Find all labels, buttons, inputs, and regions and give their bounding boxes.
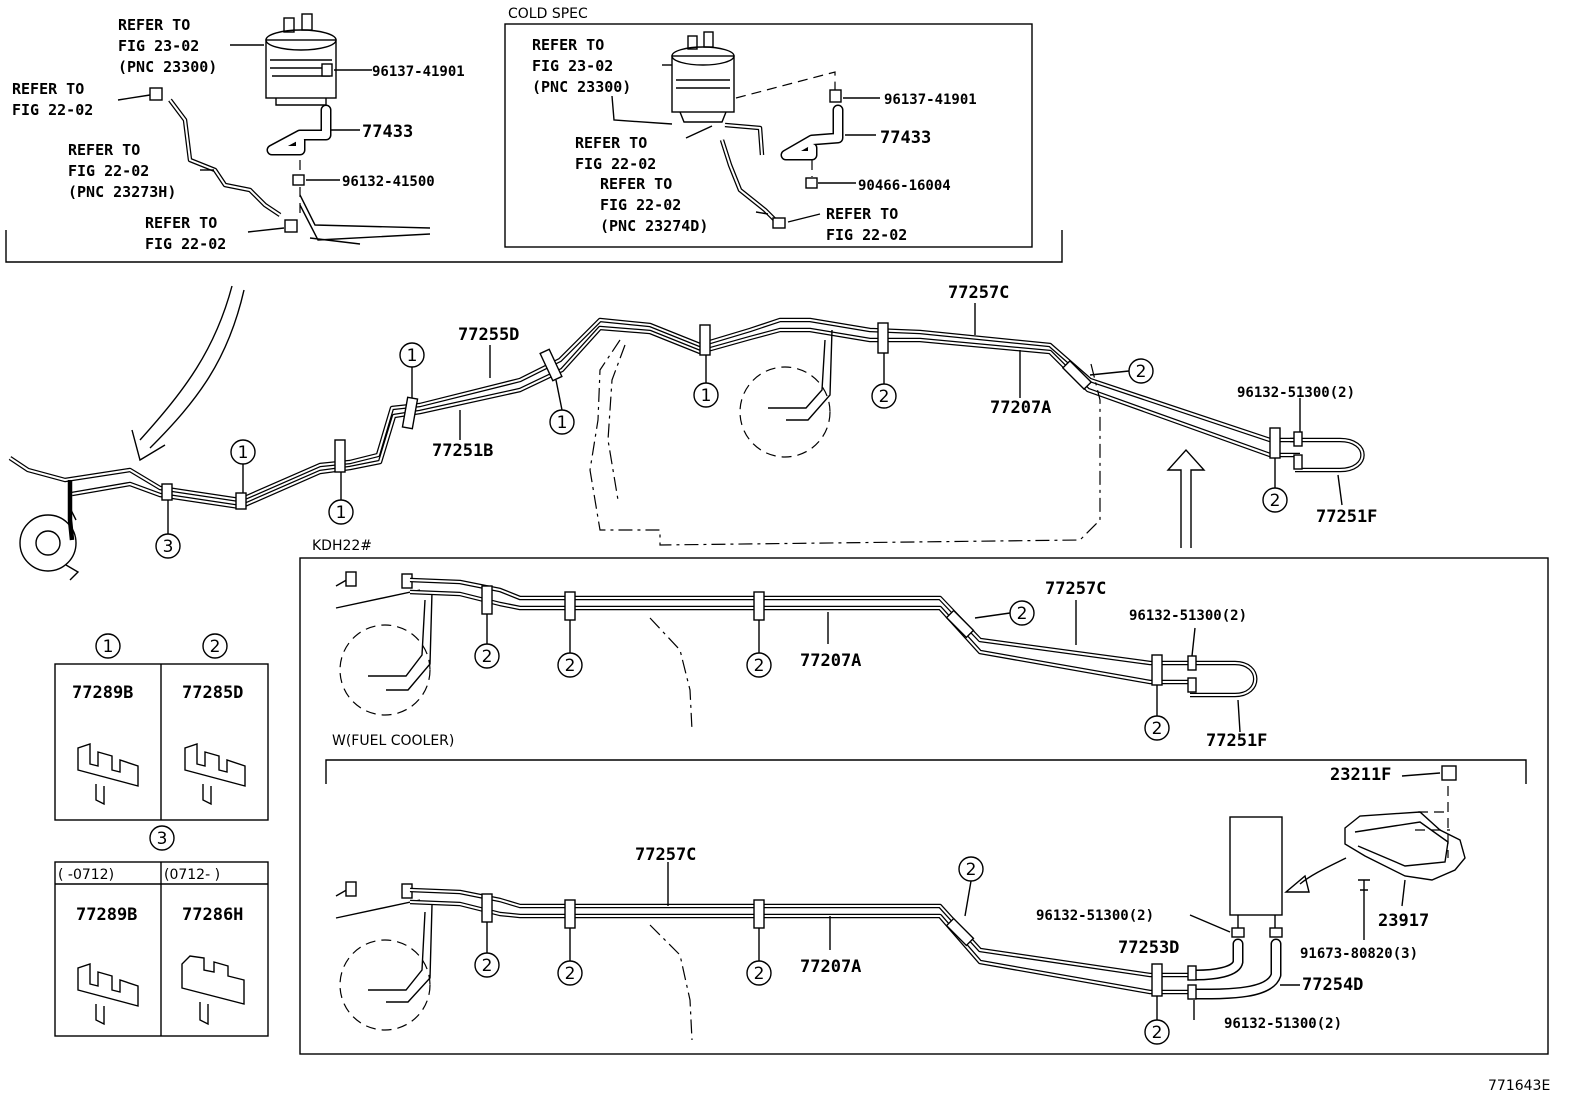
cs-part-96137: 96137-41901 bbox=[884, 92, 977, 108]
clip-77286h: 77286H bbox=[182, 905, 243, 925]
svg-text:2: 2 bbox=[1152, 719, 1163, 739]
clip-drawing-2 bbox=[184, 743, 246, 806]
cold-spec-detail: COLD SPEC REFER TO FIG 23-02 (PNC 23300)… bbox=[504, 6, 1033, 248]
kdh-part-77251f: 77251F bbox=[1206, 731, 1267, 751]
svg-text:2: 2 bbox=[754, 964, 765, 984]
svg-text:1: 1 bbox=[336, 503, 347, 523]
cold-spec-canister bbox=[671, 31, 735, 123]
svg-text:1: 1 bbox=[238, 443, 249, 463]
part-77251b: 77251B bbox=[432, 441, 493, 461]
part-96132-41500: 96132-41500 bbox=[342, 174, 435, 190]
fc-part-23917: 23917 bbox=[1378, 911, 1429, 931]
svg-text:1: 1 bbox=[407, 346, 418, 366]
fuel-cooler-title: W(FUEL COOLER) bbox=[332, 733, 454, 749]
clip-77289b-a: 77289B bbox=[72, 683, 133, 703]
clip-date-after: (0712- ) bbox=[164, 867, 220, 883]
top-left-detail: REFER TO FIG 23-02 (PNC 23300) REFER TO … bbox=[5, 13, 1063, 263]
cs-fig-c: FIG 22-02 bbox=[600, 196, 681, 214]
fuel-cooler-detail: W(FUEL COOLER) bbox=[325, 733, 1527, 1045]
main-fuel-line: 1 3 1 1 1 1 2 2 2 77255D 77251B 77257C 7… bbox=[8, 283, 1377, 581]
kdh22-detail: KDH22# 2 2 2 2 2 77257C 96132-51300(2) 7… bbox=[299, 538, 1549, 1055]
part-77251f: 77251F bbox=[1316, 507, 1377, 527]
callout-fig-22-02-c: FIG 22-02 bbox=[145, 235, 226, 253]
svg-text:2: 2 bbox=[1017, 604, 1028, 624]
cold-spec-title: COLD SPEC bbox=[508, 6, 588, 22]
svg-text:2: 2 bbox=[754, 656, 765, 676]
svg-text:2: 2 bbox=[1152, 1023, 1163, 1043]
svg-text:2: 2 bbox=[565, 964, 576, 984]
fc-part-23211f: 23211F bbox=[1330, 765, 1391, 785]
svg-text:2: 2 bbox=[1136, 362, 1147, 382]
cs-fig-b: FIG 22-02 bbox=[575, 155, 656, 173]
part-77255d: 77255D bbox=[458, 325, 519, 345]
part-77433: 77433 bbox=[362, 122, 413, 142]
clip-drawing-1 bbox=[77, 743, 139, 806]
part-77207a: 77207A bbox=[990, 398, 1051, 418]
kdh-part-77207a: 77207A bbox=[800, 651, 861, 671]
clamp-refer-22-02-a bbox=[149, 87, 163, 101]
cs-part-77433: 77433 bbox=[880, 128, 931, 148]
clip-77285d: 77285D bbox=[182, 683, 243, 703]
callout-refer-22-02-c: REFER TO bbox=[145, 214, 217, 232]
callout-refer-23-02: REFER TO bbox=[118, 16, 190, 34]
fc-part-77254d: 77254D bbox=[1302, 975, 1363, 995]
cs-part-90466: 90466-16004 bbox=[858, 178, 951, 194]
callout-fig-23-02: FIG 23-02 bbox=[118, 37, 199, 55]
callout-pnc-23273h: (PNC 23273H) bbox=[68, 183, 176, 201]
callout-fig-22-02-a: FIG 22-02 bbox=[12, 101, 93, 119]
part-96132-51300: 96132-51300(2) bbox=[1237, 385, 1355, 401]
callout-pnc-23300: (PNC 23300) bbox=[118, 58, 217, 76]
clip-drawing-4 bbox=[181, 955, 245, 1026]
kdh22-title: KDH22# bbox=[312, 538, 372, 554]
cs-fig-d: FIG 22-02 bbox=[826, 226, 907, 244]
kdh-part-96132: 96132-51300(2) bbox=[1129, 608, 1247, 624]
fc-part-77207a: 77207A bbox=[800, 957, 861, 977]
clip-date-before: ( -0712) bbox=[58, 867, 114, 883]
cs-refer-c: REFER TO bbox=[600, 175, 672, 193]
clip-77289b-b: 77289B bbox=[76, 905, 137, 925]
clamp-96137 bbox=[321, 63, 333, 77]
svg-text:2: 2 bbox=[966, 860, 977, 880]
fc-part-96132-bot: 96132-51300(2) bbox=[1224, 1016, 1342, 1032]
callout-fig-22-02-b: FIG 22-02 bbox=[68, 162, 149, 180]
kdh-part-77257c: 77257C bbox=[1045, 579, 1106, 599]
fc-part-77253d: 77253D bbox=[1118, 938, 1179, 958]
cs-pnc-a: (PNC 23300) bbox=[532, 78, 631, 96]
svg-text:3: 3 bbox=[157, 829, 168, 849]
svg-text:1: 1 bbox=[557, 413, 568, 433]
svg-text:3: 3 bbox=[163, 537, 174, 557]
svg-text:2: 2 bbox=[1270, 491, 1281, 511]
fc-part-91673: 91673-80820(3) bbox=[1300, 946, 1418, 962]
fuel-filter-canister bbox=[265, 13, 337, 106]
cold-spec-frame bbox=[504, 23, 1033, 248]
callout-circles: 1 3 1 1 1 1 2 2 2 bbox=[155, 342, 1288, 559]
svg-text:2: 2 bbox=[482, 647, 493, 667]
callout-refer-22-02-a: REFER TO bbox=[12, 80, 84, 98]
clamp-96132-41500 bbox=[292, 174, 305, 186]
cs-pnc-c: (PNC 23274D) bbox=[600, 217, 708, 235]
svg-text:2: 2 bbox=[210, 637, 221, 657]
svg-text:2: 2 bbox=[482, 956, 493, 976]
cs-refer-b: REFER TO bbox=[575, 134, 647, 152]
svg-text:1: 1 bbox=[701, 386, 712, 406]
cs-refer-a: REFER TO bbox=[532, 36, 604, 54]
clip-drawing-3 bbox=[77, 963, 139, 1026]
svg-text:1: 1 bbox=[103, 637, 114, 657]
figure-id: 771643E bbox=[1488, 1078, 1550, 1094]
svg-text:2: 2 bbox=[565, 656, 576, 676]
fuel-cooler-unit bbox=[1229, 816, 1283, 916]
fc-part-96132-top: 96132-51300(2) bbox=[1036, 908, 1154, 924]
cs-fig-a: FIG 23-02 bbox=[532, 57, 613, 75]
part-77257c: 77257C bbox=[948, 283, 1009, 303]
clip-legend: 1 2 77289B 77285D 3 ( -0712) (0712- ) 77… bbox=[54, 633, 269, 1037]
callout-refer-22-02-b: REFER TO bbox=[68, 141, 140, 159]
clamp-refer-22-02-c bbox=[284, 219, 298, 233]
kdh22-frame bbox=[299, 557, 1549, 1055]
part-96137-41901: 96137-41901 bbox=[372, 64, 465, 80]
fc-part-77257c: 77257C bbox=[635, 845, 696, 865]
svg-text:2: 2 bbox=[879, 387, 890, 407]
cs-refer-d: REFER TO bbox=[826, 205, 898, 223]
